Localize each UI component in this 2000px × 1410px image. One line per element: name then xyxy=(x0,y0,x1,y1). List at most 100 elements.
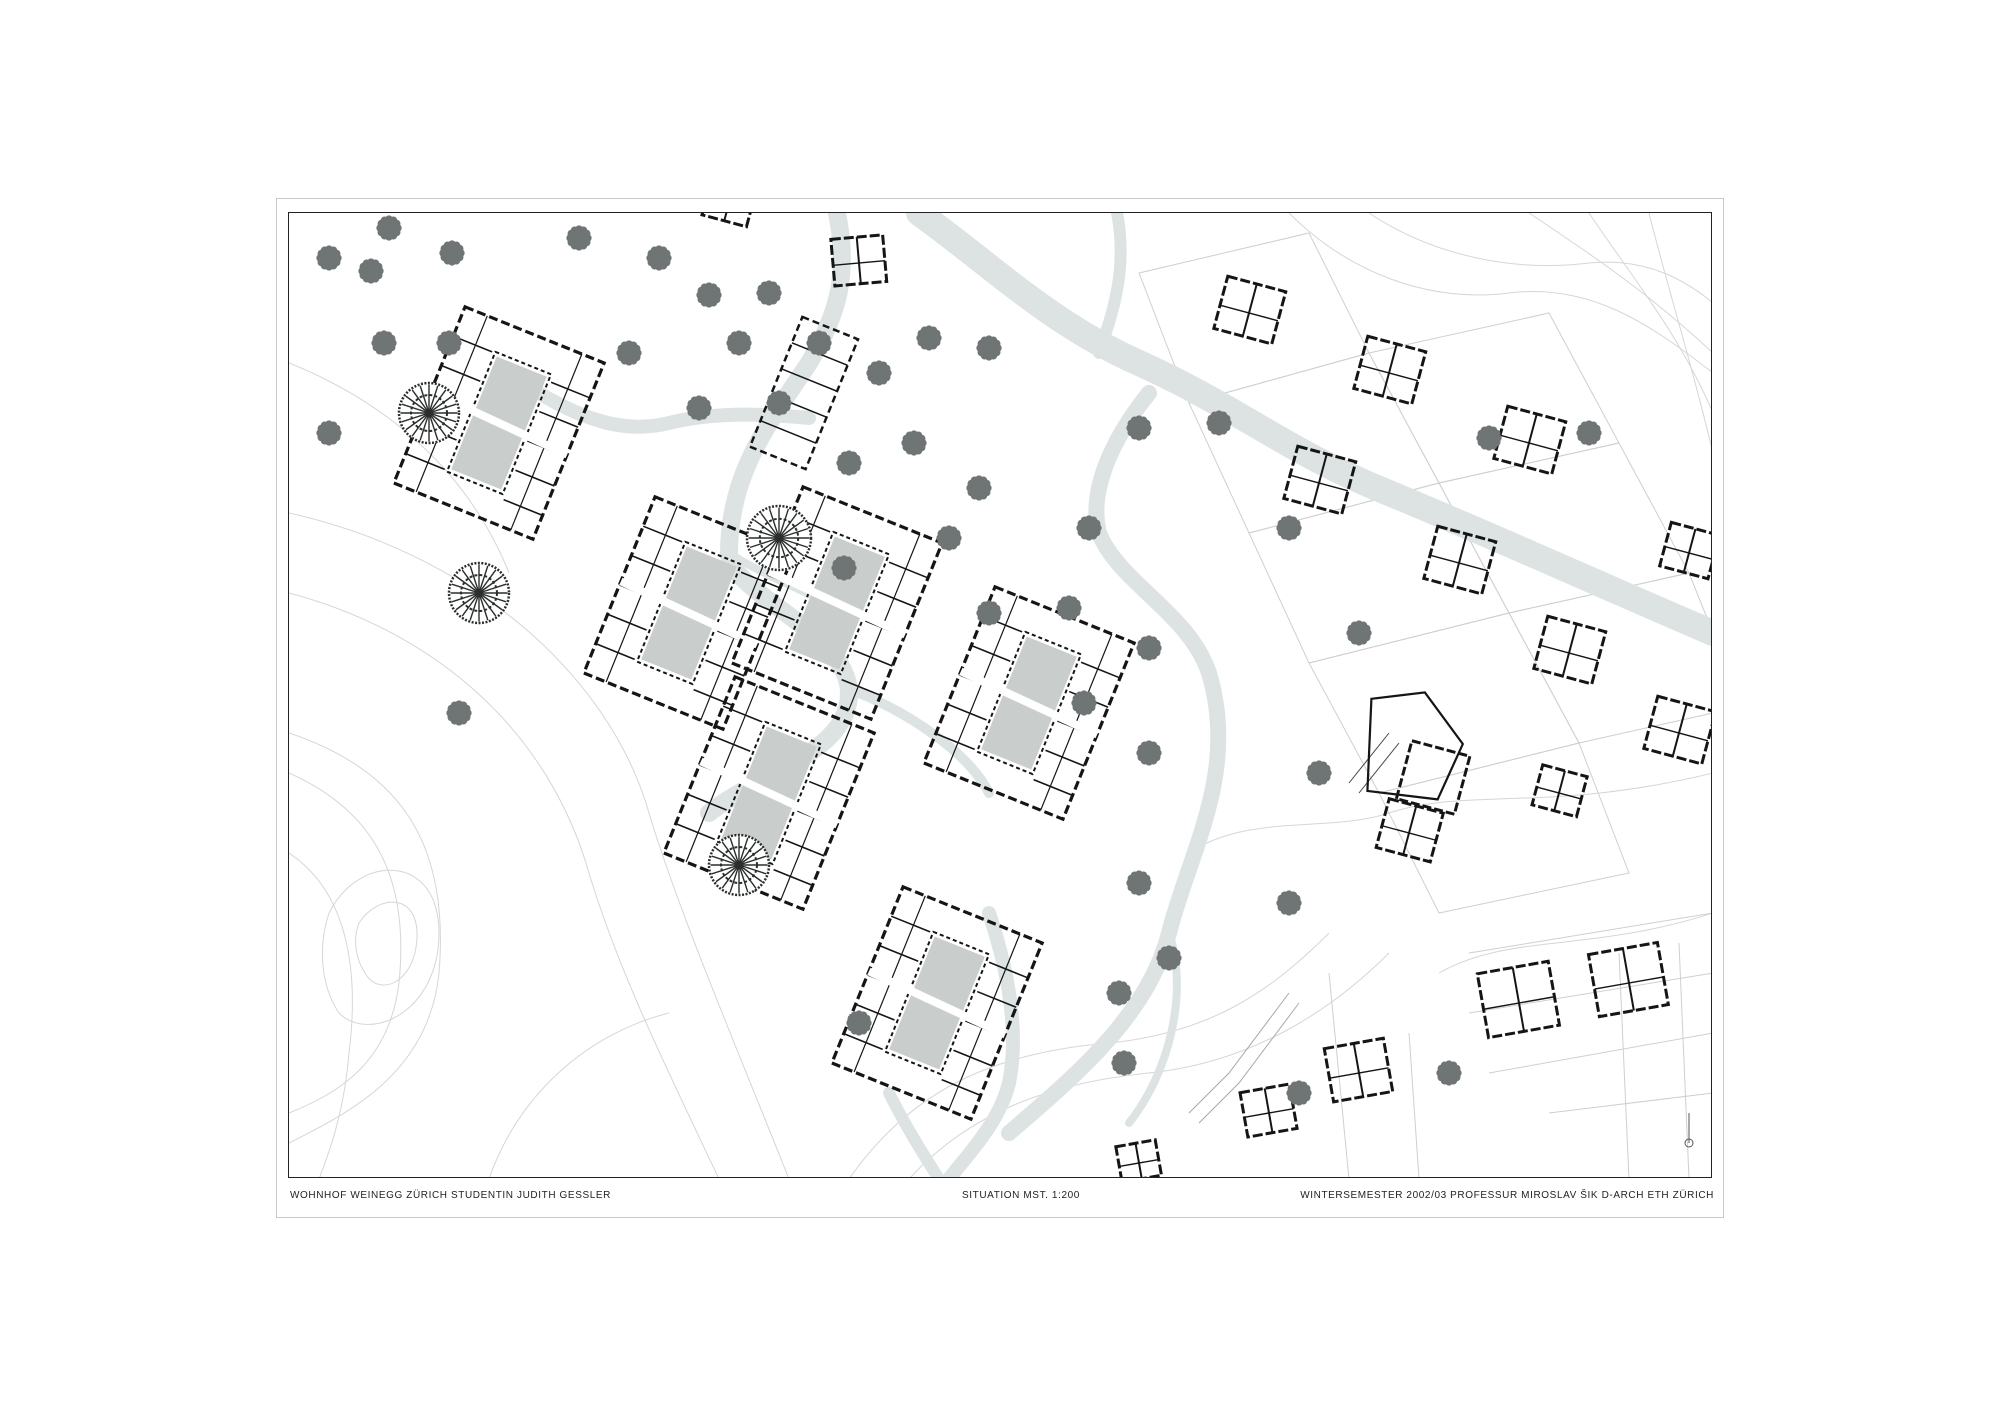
tree-branch xyxy=(428,412,447,437)
partition-wall xyxy=(1429,554,1489,572)
tree-leaf xyxy=(952,529,961,538)
partition-wall xyxy=(953,1049,993,1067)
tree-branch xyxy=(778,537,790,568)
tree-branch xyxy=(405,412,430,431)
courtyard-wall xyxy=(445,350,553,496)
tree-icon xyxy=(371,330,397,356)
tree-leaf xyxy=(662,249,671,258)
tree-leaf xyxy=(932,329,941,338)
tree-branch xyxy=(478,592,503,611)
tree-leaf xyxy=(1362,624,1371,633)
partition-wall xyxy=(711,734,751,753)
tree-branch xyxy=(778,537,809,549)
contour-line xyxy=(1438,913,1711,974)
partition-wall xyxy=(947,703,987,721)
partition-wall xyxy=(841,678,881,697)
tree-icon xyxy=(358,258,384,284)
tree-branch xyxy=(738,864,749,893)
tree-branch xyxy=(478,569,497,594)
existing-house xyxy=(829,233,889,288)
partition-wall xyxy=(855,1003,895,1021)
tree-branch xyxy=(419,385,430,414)
tree-leaf xyxy=(1152,744,1161,753)
partition-wall xyxy=(1483,996,1555,1010)
tree-branch xyxy=(778,537,798,564)
tree-branch xyxy=(729,864,740,893)
partition-wall xyxy=(971,644,1011,663)
tree-branch xyxy=(721,864,740,889)
tree-icon xyxy=(1056,595,1082,621)
tree-branch xyxy=(768,537,780,568)
courtyard-wall xyxy=(635,540,743,686)
partition-wall xyxy=(687,793,727,811)
existing-house xyxy=(1641,694,1711,766)
courtyard-building xyxy=(921,584,1137,822)
contour-line xyxy=(355,901,418,986)
partition-wall xyxy=(550,381,591,399)
tree-branch xyxy=(478,575,503,594)
party-wall xyxy=(1451,533,1468,587)
tree-branch xyxy=(729,837,740,866)
tree-branch xyxy=(419,412,430,441)
tree-leaf xyxy=(862,1014,871,1023)
party-wall xyxy=(1381,343,1398,397)
tree-icon xyxy=(439,240,465,266)
tree-icon xyxy=(686,395,712,421)
partition-wall xyxy=(722,705,763,723)
partition-wall xyxy=(941,1078,981,1097)
tree-crown-inner xyxy=(720,846,758,884)
courtyard-building xyxy=(581,494,797,732)
existing-house xyxy=(1281,444,1358,516)
existing-house xyxy=(1531,614,1608,686)
partition-wall xyxy=(976,990,1017,1009)
tree-leaf xyxy=(992,339,1001,348)
parcel-line xyxy=(1508,572,1711,744)
tree-branch xyxy=(428,412,453,431)
tree-branch xyxy=(760,512,780,539)
tree-icon xyxy=(696,282,722,308)
tree-branch xyxy=(411,389,430,414)
existing-house xyxy=(1114,1138,1164,1177)
partition-wall xyxy=(1594,976,1664,990)
contour-line xyxy=(1528,213,1711,352)
tree-branch xyxy=(478,592,507,603)
tree-leaf xyxy=(1302,1084,1311,1093)
site-plan-drawing xyxy=(289,213,1711,1177)
partition-wall xyxy=(1499,434,1559,452)
tree-icon xyxy=(866,360,892,386)
existing-house xyxy=(1421,524,1498,596)
tree-leaf xyxy=(1172,949,1181,958)
tree-branch xyxy=(753,519,780,539)
caption-course: WINTERSEMESTER 2002/03 PROFESSUR MIROSLA… xyxy=(1300,1190,1714,1201)
large-house xyxy=(1366,691,1472,817)
tree-leaf xyxy=(1452,1064,1461,1073)
tree-icon xyxy=(1276,890,1302,916)
site-plan-map[interactable] xyxy=(288,212,1712,1178)
tree-branch xyxy=(738,864,767,875)
partition-wall xyxy=(595,642,635,661)
partition-wall xyxy=(879,944,919,963)
tree-leaf xyxy=(455,244,464,253)
tree-icon xyxy=(836,450,862,476)
tree-leaf xyxy=(992,604,1001,613)
courtyard-building xyxy=(829,884,1045,1122)
road xyxy=(854,688,994,798)
tree-icon xyxy=(646,245,672,271)
tree-icon xyxy=(1436,1060,1462,1086)
partition-wall xyxy=(675,822,715,841)
outer-wall xyxy=(748,315,860,471)
partition-wall xyxy=(988,961,1029,979)
tree-icon xyxy=(1076,515,1102,541)
partition-wall xyxy=(760,420,817,444)
partition-wall xyxy=(755,603,795,621)
tree-branch xyxy=(428,395,453,414)
contour-line xyxy=(489,1012,670,1177)
tree-branch xyxy=(469,565,480,594)
partition-wall xyxy=(843,1032,883,1051)
tree-icon xyxy=(316,245,342,271)
deciduous-tree-icon xyxy=(397,381,461,445)
tree-icon xyxy=(446,700,472,726)
tree-branch xyxy=(478,565,489,594)
tree-leaf xyxy=(1322,764,1331,773)
partition-wall xyxy=(1219,304,1279,322)
